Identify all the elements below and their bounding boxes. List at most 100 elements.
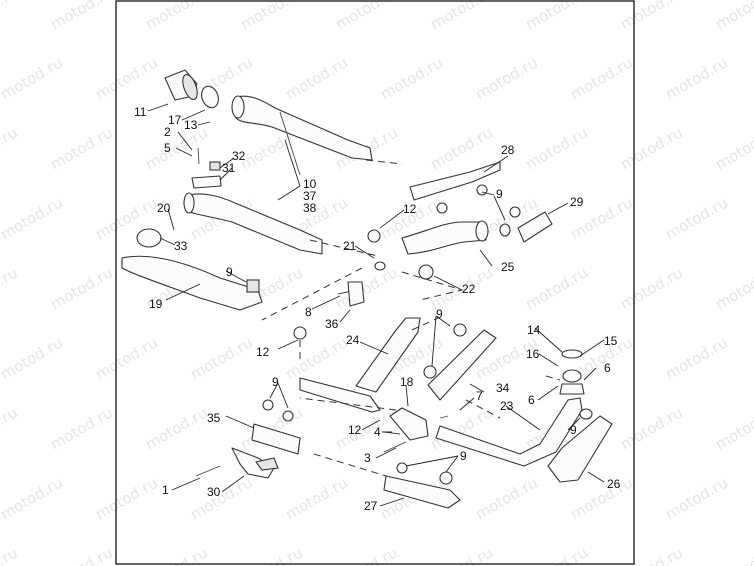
callout-24: 24 (346, 333, 360, 347)
watermark-text: motod.ru (712, 123, 754, 173)
watermark-text: motod.ru (237, 0, 306, 33)
callout-28: 28 (501, 143, 515, 157)
bolt-3-part (383, 441, 407, 453)
watermark-text: motod.ru (187, 473, 256, 523)
lower-bend-pipe-part (435, 397, 583, 467)
watermark-text: motod.ru (47, 543, 116, 566)
clamp-22-part (418, 264, 434, 280)
watermark-text: motod.ru (712, 0, 754, 33)
watermark-text: motod.ru (427, 543, 496, 566)
watermark-text: motod.ru (522, 543, 591, 566)
callout-20: 20 (157, 201, 171, 215)
watermark-text: motod.ru (567, 53, 636, 103)
watermark-text: motod.ru (472, 473, 541, 523)
callout-18: 18 (400, 375, 414, 389)
callout-3: 3 (364, 451, 371, 465)
clamp-9-part (453, 323, 467, 337)
clamp-12-part (367, 229, 381, 243)
callout-15: 15 (604, 334, 618, 348)
watermark-text: motod.ru (332, 403, 401, 453)
callout-2: 2 (164, 125, 171, 139)
callout-11: 11 (134, 105, 147, 119)
watermark-text: motod.ru (617, 543, 686, 566)
watermark-text: motod.ru (712, 403, 754, 453)
watermark-text: motod.ru (332, 263, 401, 313)
callout-4: 4 (374, 425, 381, 439)
clamp-set-bottom (396, 462, 453, 485)
watermark-text: motod.ru (47, 123, 116, 173)
callout-22: 22 (462, 282, 476, 296)
watermark-text: motod.ru (712, 263, 754, 313)
clamp-23-part (579, 408, 593, 420)
watermark-text: motod.ru (522, 0, 591, 33)
callout-12: 12 (403, 202, 417, 216)
end-cap-part (164, 69, 198, 101)
watermark-text: motod.ru (472, 53, 541, 103)
stud-part (337, 281, 365, 307)
pipe-34-part (427, 329, 497, 401)
watermark-text: motod.ru (0, 473, 66, 523)
watermark-text: motod.ru (0, 403, 21, 453)
watermark-text: motod.ru (187, 333, 256, 383)
diagram-frame (115, 0, 635, 565)
joint-part (389, 407, 449, 441)
watermark-text: motod.ru (427, 123, 496, 173)
y-pipe-part (299, 317, 421, 413)
watermark-text: motod.ru (92, 53, 161, 103)
callout-13: 13 (184, 118, 198, 132)
bracket-part (191, 161, 222, 189)
callout-1: 1 (162, 483, 169, 497)
watermark-text: motod.ru (142, 543, 211, 566)
fitting-part (374, 261, 386, 271)
callout-34: 34 (496, 381, 510, 395)
bolt-1-part (195, 465, 221, 477)
watermark-text: motod.ru (142, 403, 211, 453)
watermark-text: motod.ru (332, 0, 401, 33)
clamp-9b-part (423, 365, 437, 379)
callout-38: 38 (303, 201, 317, 215)
watermark-text: motod.ru (47, 403, 116, 453)
callout-9: 9 (226, 265, 233, 279)
ring-part (201, 85, 219, 109)
bend-pipe-part (401, 220, 489, 255)
callout-9: 9 (570, 423, 577, 437)
callout-19: 19 (149, 297, 163, 311)
callout-17: 17 (168, 113, 182, 127)
clamp-part (136, 228, 162, 248)
watermark-text: motod.ru (332, 543, 401, 566)
watermark-text: motod.ru (0, 0, 21, 33)
callout-30: 30 (207, 485, 221, 499)
watermark-text: motod.ru (0, 543, 21, 566)
watermark-text: motod.ru (47, 0, 116, 33)
leader-lines (147, 103, 605, 507)
watermark-text: motod.ru (0, 263, 21, 313)
clamp-set-right (436, 184, 521, 237)
callout-21: 21 (343, 239, 357, 253)
callout-35: 35 (207, 411, 221, 425)
watermark-text: motod.ru (0, 53, 66, 103)
watermark-text: motod.ru (92, 333, 161, 383)
callout-36: 36 (325, 317, 339, 331)
callout-14: 14 (527, 323, 541, 337)
callout-31: 31 (222, 161, 236, 175)
watermark-text: motod.ru (282, 473, 351, 523)
watermark-text: motod.ru (662, 53, 731, 103)
mount-bracket-part (231, 447, 279, 479)
callout-12: 12 (256, 345, 270, 359)
connector-lines (261, 159, 561, 477)
watermark-text: motod.ru (617, 123, 686, 173)
clamp-mid-part (293, 326, 307, 340)
callout-8: 8 (305, 305, 312, 319)
upper-muffler-part (231, 95, 373, 176)
watermark-text: motod.ru (282, 53, 351, 103)
callout-9: 9 (436, 307, 443, 321)
watermark-text: motod.ru (522, 263, 591, 313)
callout-5: 5 (164, 141, 171, 155)
watermark-text: motod.ru (377, 53, 446, 103)
callout-9: 9 (272, 375, 279, 389)
heat-shield-part (121, 255, 263, 311)
watermark-text: motod.ru (0, 193, 66, 243)
lower-muffler-part (183, 192, 323, 255)
